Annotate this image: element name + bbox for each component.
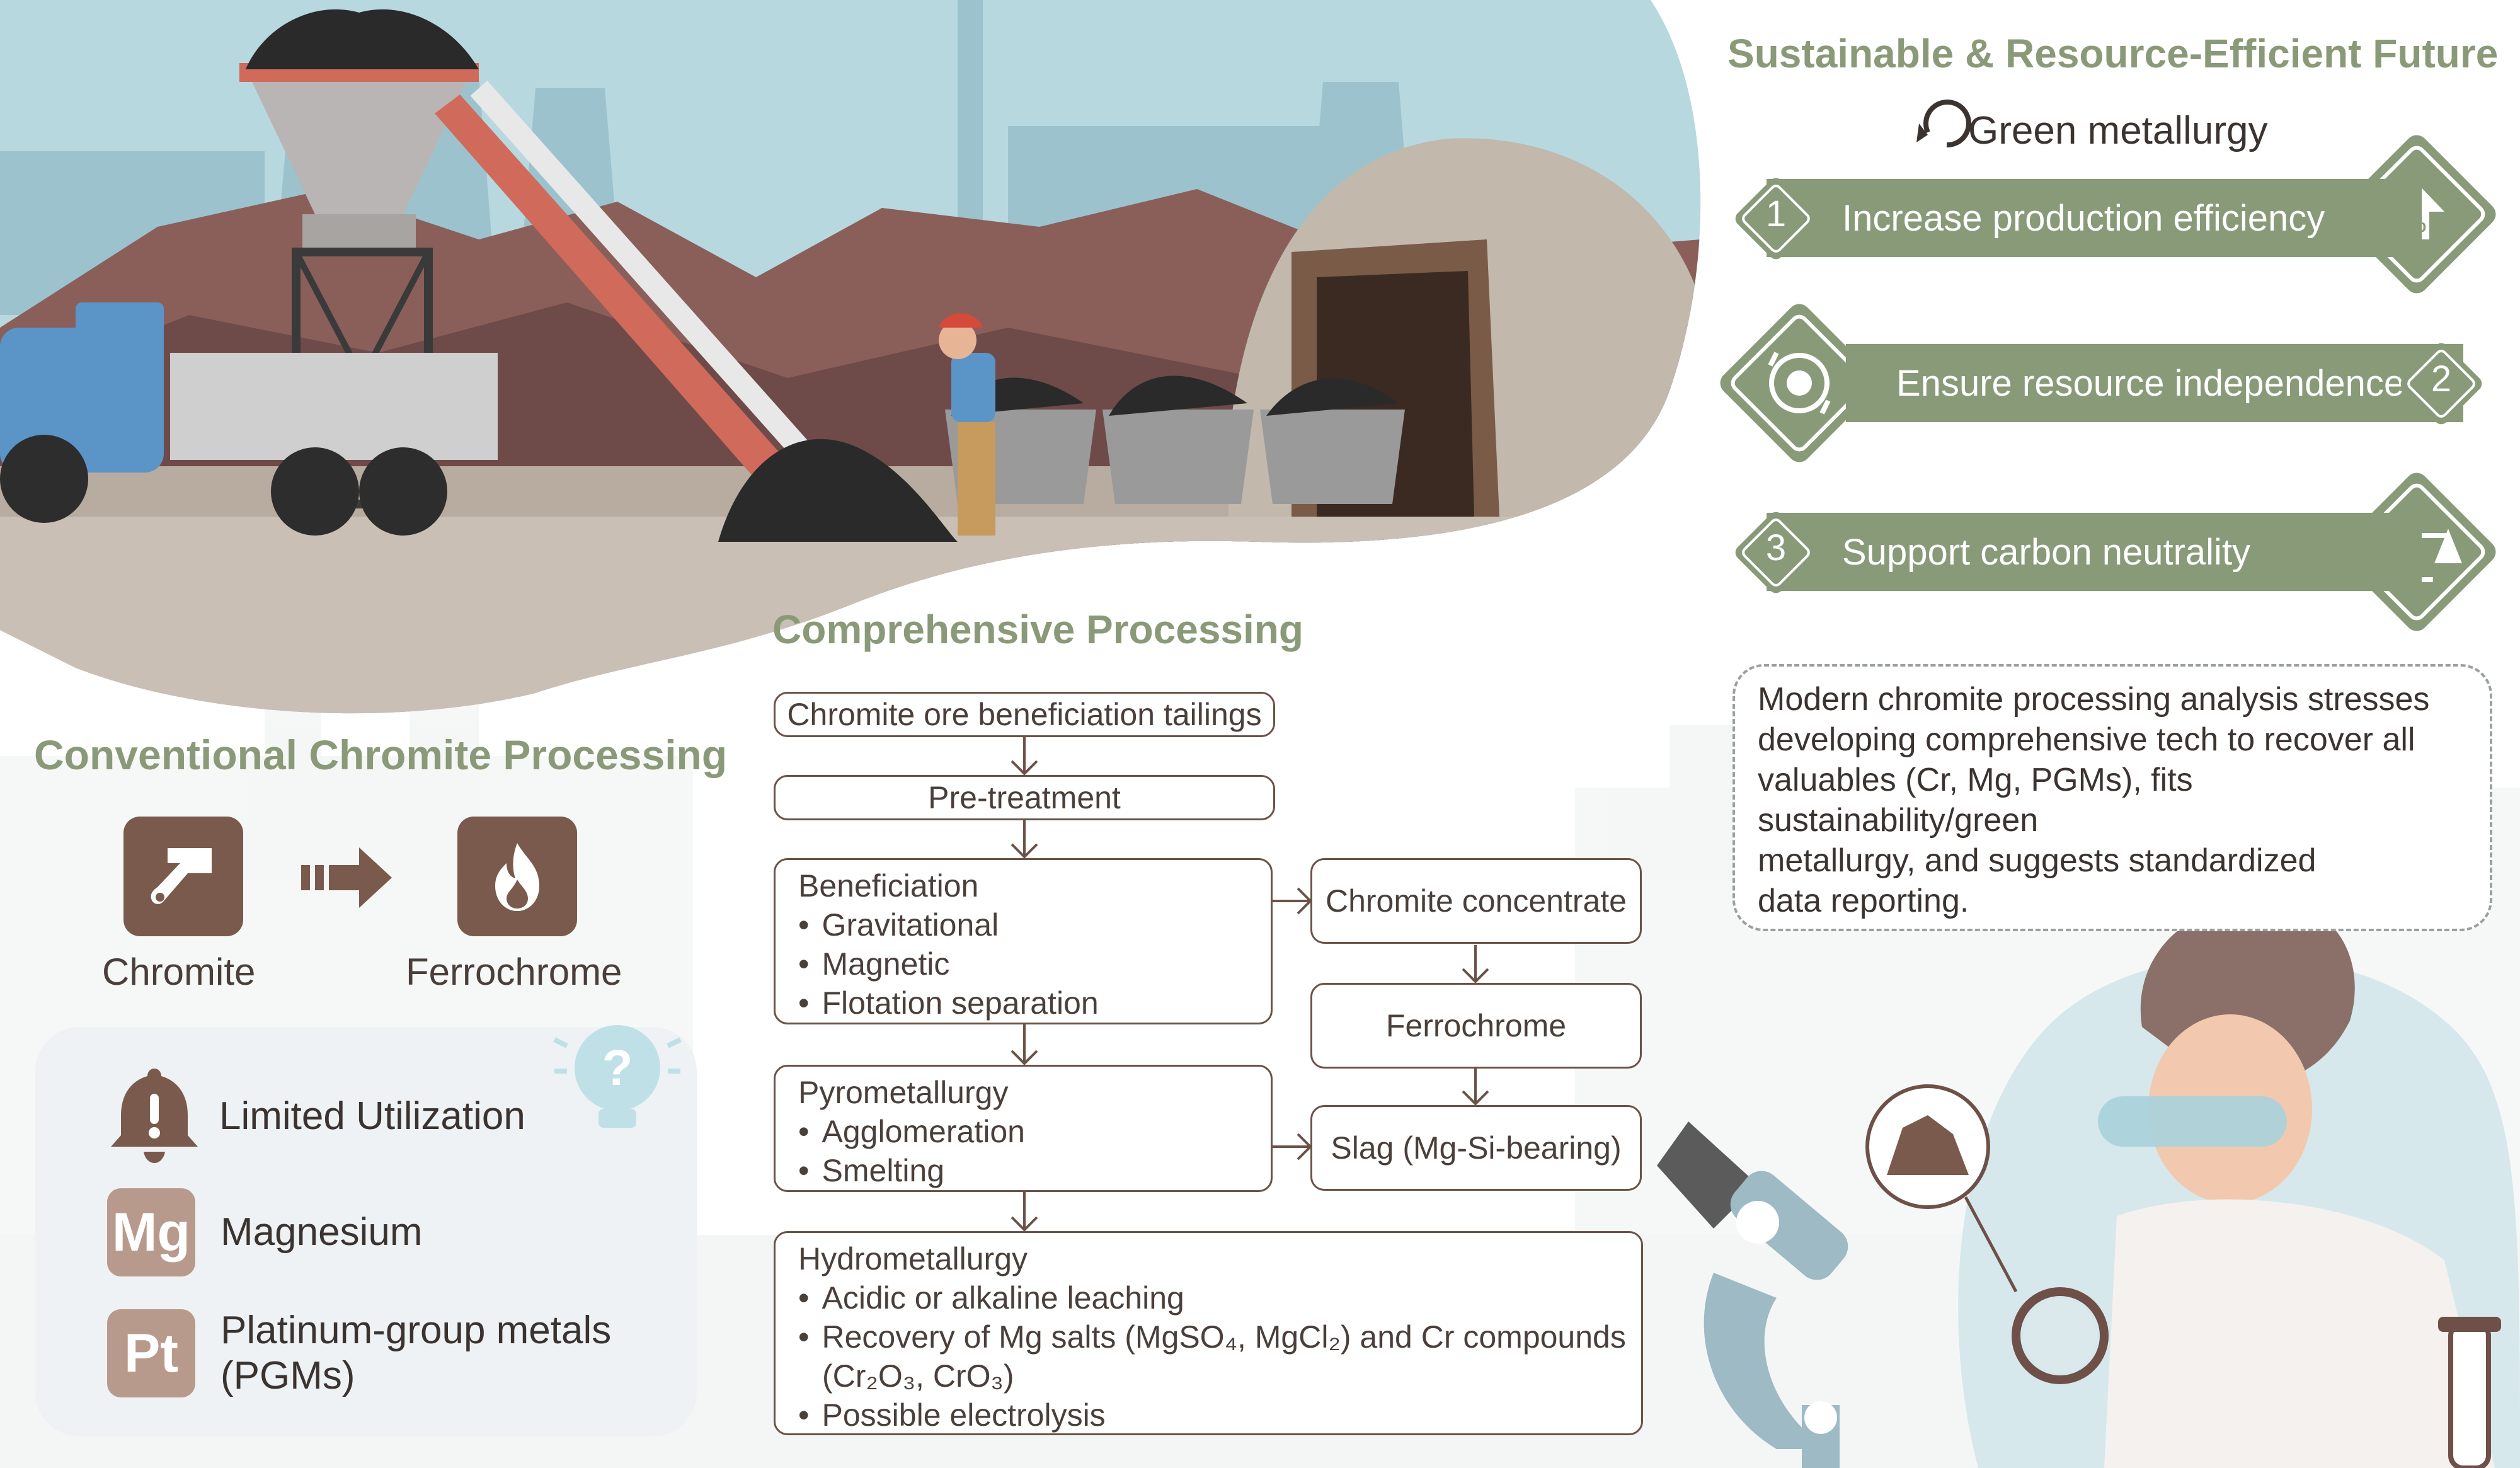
goal-1-banner: Increase production efficiency xyxy=(1767,179,2422,257)
scientist-illustration xyxy=(1657,905,2520,1468)
sustainable-title: Sustainable & Resource-Efficient Future xyxy=(1727,31,2499,76)
svg-text:?: ? xyxy=(602,1040,633,1096)
concentrate-label: Chromite concentrate xyxy=(1325,883,1627,919)
magnesium-label: Magnesium xyxy=(220,1210,423,1254)
list-item: Recovery of Mg salts (MgSO₄, MgCl₂) and … xyxy=(798,1317,1641,1356)
list-item: Agglomeration xyxy=(798,1112,1271,1151)
list-item: Possible electrolysis xyxy=(798,1396,1641,1435)
hydrometallurgy-box: Hydrometallurgy Acidic or alkaline leach… xyxy=(774,1231,1643,1435)
mg-chip: Mg xyxy=(107,1188,195,1276)
pyrometallurgy-list: Agglomeration Smelting xyxy=(798,1112,1271,1190)
goal-3-number-badge xyxy=(1735,512,1817,594)
list-item-continuation-text: (Cr₂O₃, CrO₃) xyxy=(822,1358,1014,1394)
pgm-row: Pt Platinum-group metals (PGMs) xyxy=(107,1308,611,1399)
limited-utilization-label: Limited Utilization xyxy=(219,1094,525,1138)
goal-2-label: Ensure resource independence xyxy=(1896,362,2405,404)
list-item: Flotation separation xyxy=(798,983,1271,1023)
hydrometallurgy-title: Hydrometallurgy xyxy=(798,1241,1028,1276)
resource-cycle-icon xyxy=(1768,352,1831,415)
list-item-continuation: (Cr₂O₃, CrO₃) xyxy=(798,1356,1641,1396)
pgm-label: Platinum-group metals (PGMs) xyxy=(220,1308,611,1399)
goal-3-label: Support carbon neutrality xyxy=(1842,531,2251,573)
chromite-label: Chromite xyxy=(102,951,256,993)
pyrometallurgy-title: Pyrometallurgy xyxy=(798,1075,1009,1110)
note-line: developing comprehensive tech to recover… xyxy=(1758,721,2415,758)
goal-2-banner: Ensure resource independence xyxy=(1846,344,2463,422)
slag-label: Slag (Mg-Si-bearing) xyxy=(1331,1130,1622,1166)
note-line: Modern chromite processing analysis stre… xyxy=(1758,681,2430,718)
goal-1-label: Increase production efficiency xyxy=(1842,197,2325,239)
goal-2-number: 2 xyxy=(2431,358,2452,399)
recycle-icon xyxy=(1916,100,1971,148)
goal-3-number: 3 xyxy=(1765,527,1787,568)
tailings-label: Chromite ore beneficiation tailings xyxy=(787,697,1262,732)
pt-chip: Pt xyxy=(107,1309,195,1397)
beneficiation-list: Gravitational Magnetic Flotation separat… xyxy=(798,905,1271,1023)
pretreatment-box: Pre-treatment xyxy=(774,775,1275,820)
note-line: valuables (Cr, Mg, PGMs), fits sustainab… xyxy=(1758,762,2193,839)
pgm-label-line2: (PGMs) xyxy=(220,1354,355,1397)
process-arrow-icon xyxy=(301,847,392,908)
summary-note: Modern chromite processing analysis stre… xyxy=(1732,664,2492,931)
goal-1-number: 1 xyxy=(1765,193,1787,234)
ferrochrome-output-label: Ferrochrome xyxy=(1385,1008,1567,1043)
chromite-icon xyxy=(123,817,243,936)
list-item: Gravitational xyxy=(798,905,1271,944)
beneficiation-title: Beneficiation xyxy=(798,868,979,903)
pyrometallurgy-box: Pyrometallurgy Agglomeration Smelting xyxy=(774,1065,1273,1192)
goal-2-number-badge xyxy=(2400,343,2482,425)
comprehensive-title: Comprehensive Processing xyxy=(772,607,1303,652)
pretreatment-label: Pre-treatment xyxy=(928,780,1121,815)
goal-1-number-badge xyxy=(1735,178,1817,260)
goal-3-banner: Support carbon neutrality xyxy=(1767,513,2422,591)
list-item: Magnetic xyxy=(798,944,1271,983)
list-item: Acidic or alkaline leaching xyxy=(798,1278,1641,1317)
slag-box: Slag (Mg-Si-bearing) xyxy=(1310,1105,1642,1191)
ferrochrome-box: Ferrochrome xyxy=(1310,983,1642,1069)
beneficiation-box: Beneficiation Gravitational Magnetic Flo… xyxy=(774,858,1273,1024)
green-metallurgy-label: Green metallurgy xyxy=(1968,109,2268,152)
flame-icon xyxy=(457,817,577,936)
list-item: Smelting xyxy=(798,1151,1271,1190)
pgm-label-line1: Platinum-group metals xyxy=(220,1309,612,1352)
tailings-box: Chromite ore beneficiation tailings xyxy=(774,692,1275,737)
concentrate-box: Chromite concentrate xyxy=(1310,858,1642,944)
alarm-bell-icon xyxy=(107,1065,202,1166)
hydrometallurgy-list: Acidic or alkaline leaching Recovery of … xyxy=(798,1278,1641,1435)
note-line: data reporting. xyxy=(1758,883,1969,919)
note-line: metallurgy, and suggests standardized xyxy=(1758,842,2317,879)
ferrochrome-label: Ferrochrome xyxy=(406,951,622,993)
lightbulb-icon: ? xyxy=(553,1025,682,1128)
magnesium-row: Mg Magnesium xyxy=(107,1188,422,1276)
conventional-title: Conventional Chromite Processing xyxy=(34,731,728,778)
